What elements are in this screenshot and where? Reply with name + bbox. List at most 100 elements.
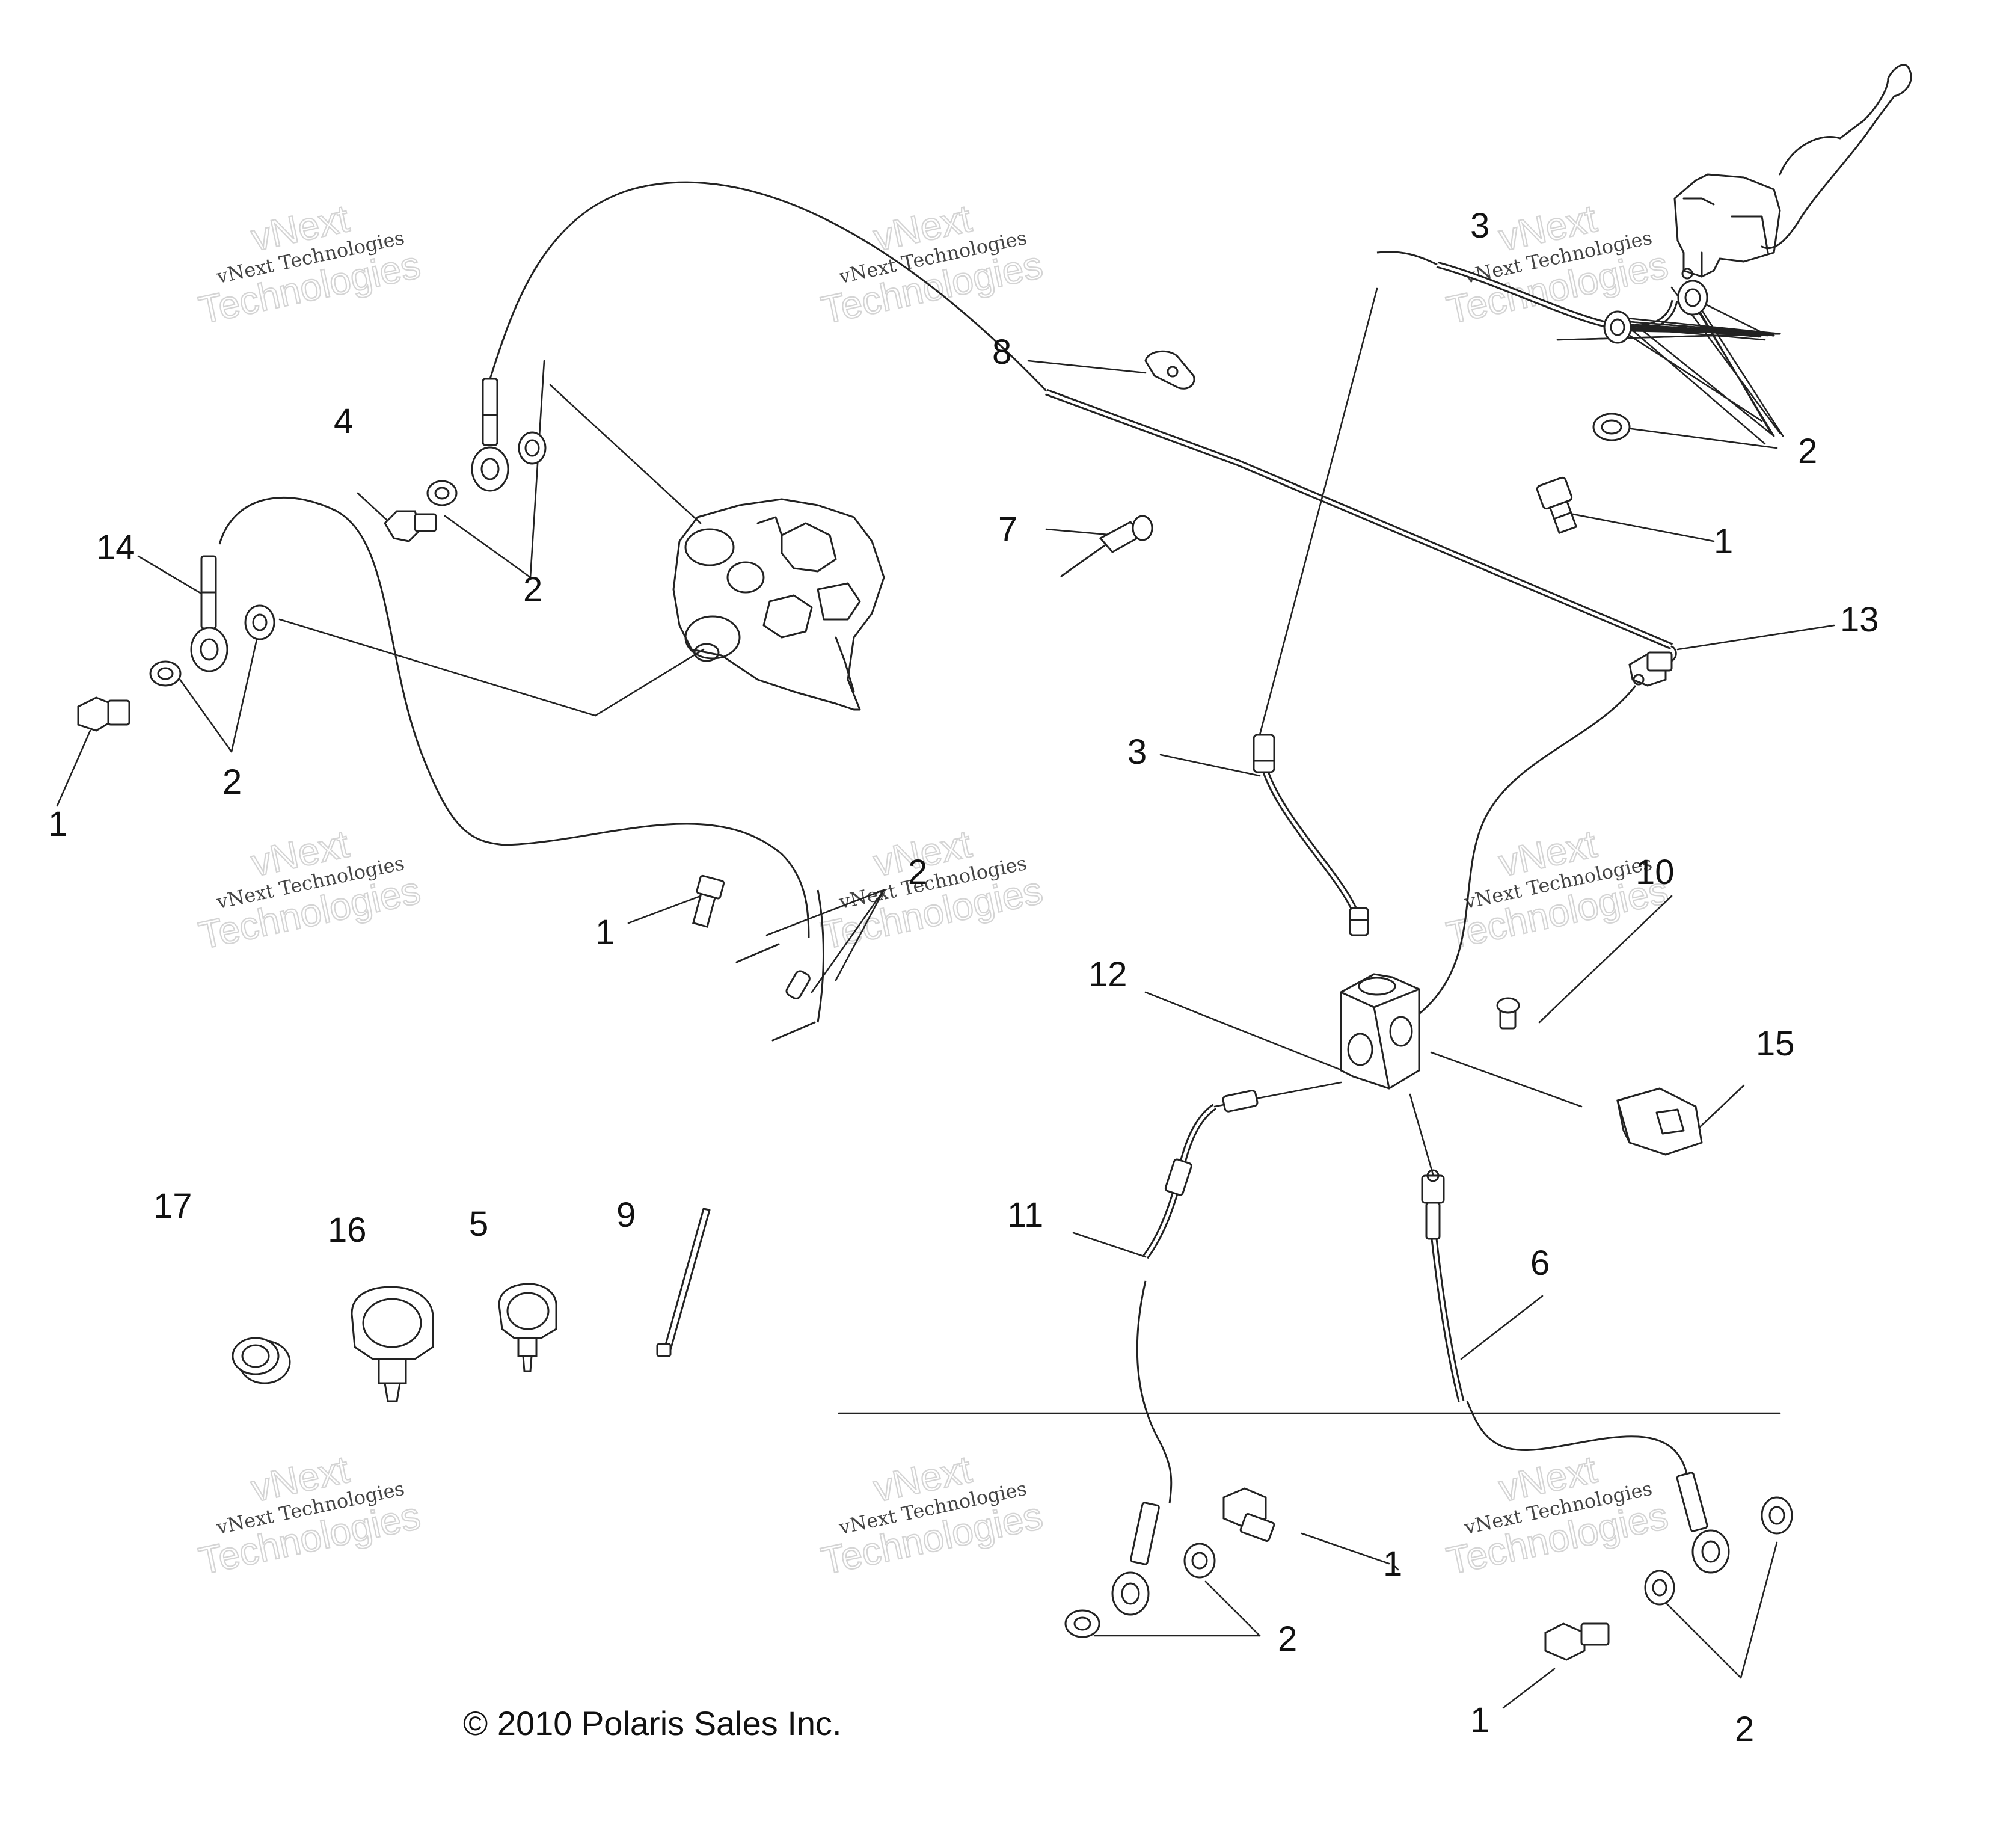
callout-number: 2 — [1278, 1619, 1297, 1659]
leader-line — [811, 889, 885, 993]
callout-number: 1 — [48, 805, 67, 844]
callout-number: 3 — [1470, 206, 1489, 245]
sealing-washer — [518, 431, 547, 465]
leader-line — [1301, 1532, 1390, 1565]
leader-lines — [56, 286, 1835, 1709]
sealing-washer — [1761, 1496, 1793, 1535]
sealing-washer — [149, 660, 182, 687]
banjo-fitting — [1111, 1502, 1160, 1616]
leader-line — [835, 889, 885, 981]
cotter-pin — [735, 943, 816, 1042]
callout-number: 13 — [1840, 600, 1879, 639]
callout-number: 8 — [992, 333, 1011, 372]
hose-ferrule — [1349, 907, 1369, 936]
callout-number: 15 — [1756, 1024, 1795, 1063]
left-brake-hose-end — [817, 889, 824, 1023]
sealing-washer — [426, 480, 458, 506]
watermark: vNext vNext Technologies Technologies — [817, 1447, 1047, 1583]
watermark: vNext vNext Technologies Technologies — [1442, 196, 1672, 333]
upper-brake-hose — [489, 181, 1047, 392]
leader-line — [1740, 1541, 1778, 1679]
leader-line — [444, 515, 532, 579]
hose-segment-top — [1376, 251, 1438, 266]
callout-number: 2 — [1735, 1710, 1754, 1749]
callout-number: 1 — [1714, 522, 1733, 561]
block-top-hose-inner — [1263, 768, 1362, 927]
leader-line — [1204, 1580, 1261, 1637]
sealing-washer — [1592, 413, 1631, 441]
sealing-washer — [244, 604, 275, 640]
leader-line — [1556, 510, 1715, 542]
callout-number: 1 — [595, 913, 615, 952]
brake-lever — [1761, 64, 1912, 250]
callout-number: 11 — [1007, 1196, 1043, 1235]
callout-number: 1 — [1470, 1701, 1489, 1740]
mounting-bolt — [1496, 997, 1520, 1030]
banjo-fitting — [471, 378, 509, 492]
leader-line — [1695, 299, 1784, 437]
lower-right-brake-hose-tail — [1466, 1401, 1688, 1474]
grommet — [232, 1337, 291, 1384]
leader-line — [1625, 324, 1775, 337]
banjo-bolt — [1222, 1487, 1275, 1542]
brake-line-clip — [1144, 350, 1195, 390]
banjo-bolt — [1544, 1622, 1610, 1661]
sealing-washer — [1603, 310, 1632, 344]
brake-line-tip — [785, 970, 811, 999]
leader-line — [1144, 991, 1351, 1075]
caliper-piston — [693, 643, 720, 662]
leader-line — [278, 618, 597, 717]
sealing-washer — [1644, 1570, 1675, 1606]
distribution-block — [1340, 973, 1420, 1090]
callout-number: 9 — [616, 1196, 636, 1235]
callout-number: 16 — [328, 1211, 367, 1250]
brake-lines — [218, 181, 1688, 1504]
banjo-bolt — [77, 696, 130, 732]
leader-line — [1628, 327, 1766, 445]
leader-line — [230, 630, 260, 753]
callout-number: 1 — [1383, 1544, 1402, 1583]
master-cylinder-body — [1673, 173, 1781, 278]
leader-line — [1259, 287, 1378, 736]
callout-number: 7 — [998, 510, 1017, 549]
master-cylinder-assembly — [1673, 64, 1912, 280]
leader-line — [1676, 624, 1835, 651]
callout-number: 17 — [153, 1186, 192, 1226]
master-cylinder-port — [1681, 268, 1693, 280]
leader-line — [1616, 327, 1763, 422]
leader-line — [529, 360, 545, 579]
watermark: vNext vNext Technologies Technologies — [194, 196, 425, 333]
brake-line-fitting — [1628, 651, 1673, 687]
watermark: vNext vNext Technologies Technologies — [194, 1447, 425, 1583]
brake-caliper — [672, 498, 885, 711]
callout-number: 12 — [1088, 955, 1127, 994]
callout-number: 4 — [334, 402, 353, 441]
watermark: vNext vNext Technologies Technologies — [194, 821, 425, 958]
callout-number: 2 — [908, 853, 927, 892]
hose-clip-small — [498, 1283, 557, 1372]
caliper-piston — [726, 561, 765, 594]
leader-line — [1027, 360, 1147, 374]
leader-line — [1394, 1565, 1399, 1571]
rivet — [1060, 515, 1153, 577]
hose-clip-large — [351, 1286, 434, 1402]
callout-number: 2 — [222, 763, 242, 802]
leader-line — [1430, 1051, 1583, 1108]
hose-ferrule — [1421, 1169, 1445, 1240]
leader-line — [1691, 298, 1772, 434]
leader-line — [170, 666, 233, 753]
rigid-brake-line-inner — [1046, 390, 1672, 648]
callout-number: 2 — [523, 570, 542, 609]
leader-line — [1634, 324, 1775, 437]
hose-ferrule — [1222, 1090, 1259, 1113]
leader-line — [137, 555, 206, 597]
lower-left-brake-hose-tail — [1136, 1280, 1173, 1504]
caliper-detail — [756, 516, 861, 693]
leader-line — [627, 895, 702, 924]
leader-line — [765, 889, 885, 936]
leader-line — [1695, 298, 1766, 335]
copyright-notice: © 2010 Polaris Sales Inc. — [463, 1704, 842, 1742]
banjo-fitting — [190, 555, 228, 672]
